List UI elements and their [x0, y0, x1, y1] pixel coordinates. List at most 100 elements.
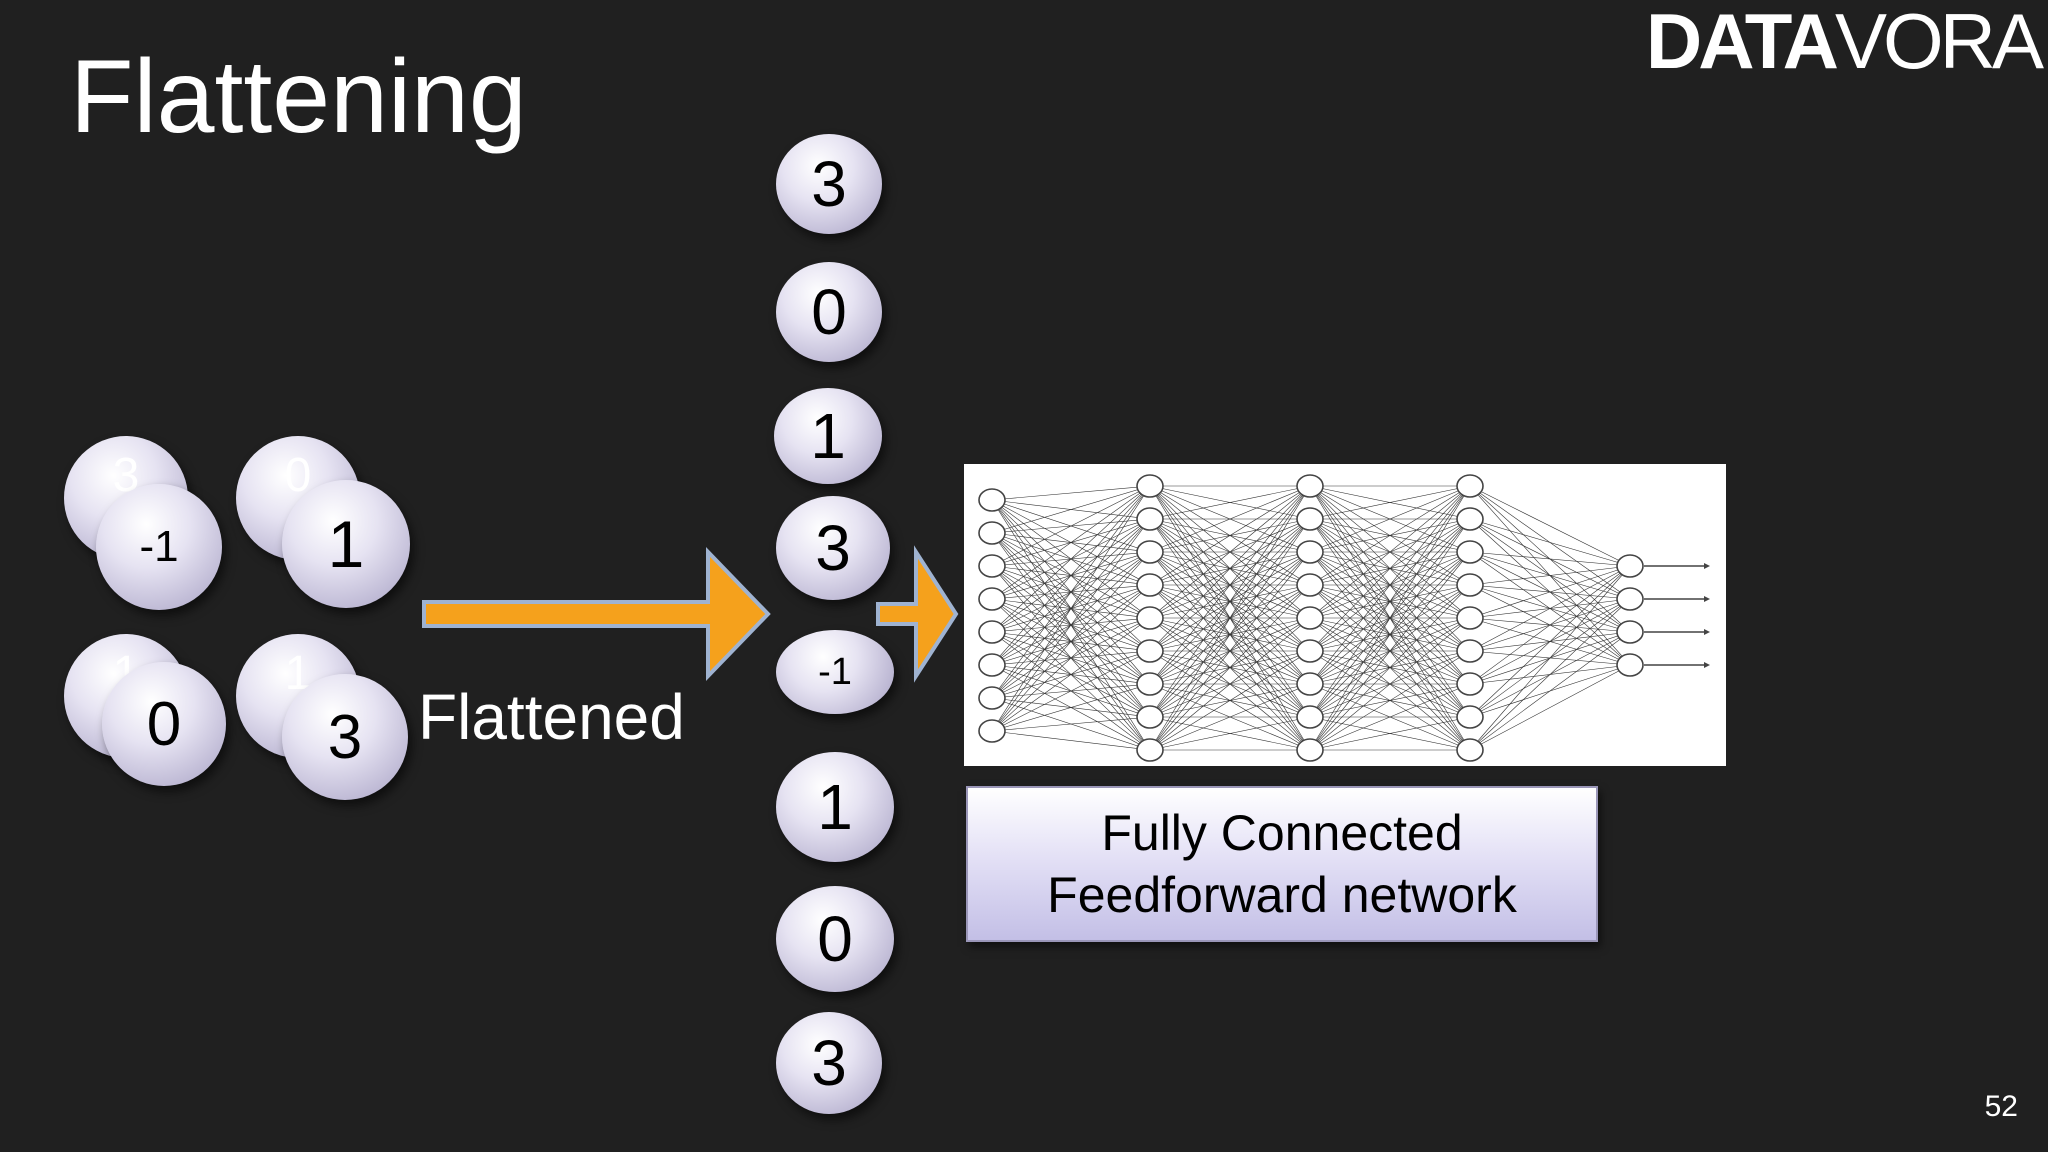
network-edge: [1149, 518, 1311, 751]
network-neuron: [1616, 554, 1644, 578]
network-neuron: [1296, 672, 1324, 696]
pooled-node: 1: [282, 480, 410, 608]
network-neuron: [1296, 507, 1324, 531]
network-edge: [991, 485, 1151, 633]
network-edge: [1149, 485, 1311, 520]
network-edge: [1469, 518, 1631, 567]
network-edge: [1309, 485, 1471, 553]
network-neuron: [978, 521, 1006, 545]
network-neuron: [978, 488, 1006, 512]
network-neuron: [978, 653, 1006, 677]
network-edge: [1469, 565, 1631, 751]
network-edge: [1309, 584, 1471, 751]
network-edge: [1149, 617, 1311, 751]
network-neuron: [1136, 639, 1164, 663]
network-neuron: [1456, 738, 1484, 762]
network-edge: [1469, 631, 1631, 751]
network-neuron: [978, 620, 1006, 644]
network-edge: [1149, 485, 1311, 652]
pooled-node: 3: [282, 674, 408, 800]
network-edge: [1149, 485, 1311, 553]
vector-node: 3: [776, 134, 882, 234]
network-edge: [1469, 551, 1631, 567]
vector-node: 0: [776, 886, 894, 992]
network-edge: [1309, 485, 1471, 751]
network-edge: [1309, 518, 1471, 751]
network-edge: [1309, 485, 1471, 619]
network-edge: [1469, 598, 1631, 751]
network-neuron: [1296, 639, 1324, 663]
network-neuron: [978, 686, 1006, 710]
network-edge: [1149, 485, 1311, 685]
network-edge: [1149, 683, 1311, 751]
vector-node: 0: [776, 262, 882, 362]
network-neuron: [1136, 705, 1164, 729]
feed-arrow: [876, 545, 959, 683]
network-edge: [991, 485, 1151, 600]
network-edge: [991, 650, 1151, 732]
network-neuron: [1296, 573, 1324, 597]
network-edge: [991, 485, 1151, 534]
logo-light-text: VORA: [1834, 0, 2044, 85]
network-edge: [1469, 565, 1631, 718]
network-edge: [991, 551, 1151, 732]
vector-node: -1: [776, 630, 894, 714]
network-neuron: [1456, 573, 1484, 597]
network-neuron: [1136, 606, 1164, 630]
network-edge: [1309, 683, 1471, 751]
flattened-label: Flattened: [418, 681, 685, 753]
vector-node: 1: [776, 752, 894, 862]
network-neuron: [1456, 474, 1484, 498]
network-neuron: [1456, 672, 1484, 696]
network-neuron: [978, 587, 1006, 611]
network-neuron: [1616, 620, 1644, 644]
fc-box-line1: Fully Connected: [1101, 804, 1463, 861]
network-neuron: [1136, 474, 1164, 498]
output-arrow-head: [1704, 596, 1710, 602]
vector-node: 1: [774, 388, 882, 484]
neural-network-image: [964, 464, 1726, 766]
network-edge: [1469, 565, 1631, 586]
network-edge: [991, 716, 1151, 732]
network-neuron: [1296, 705, 1324, 729]
network-edge: [1309, 485, 1471, 520]
network-neuron: [1296, 540, 1324, 564]
slide-title: Flattening: [70, 39, 527, 155]
network-neuron: [1456, 639, 1484, 663]
network-edge: [991, 518, 1151, 732]
network-edge: [1309, 650, 1471, 751]
network-edge: [1149, 551, 1311, 751]
flatten-arrow: [422, 547, 771, 681]
network-edge: [1149, 485, 1311, 751]
network-edge: [991, 485, 1151, 501]
output-arrow-head: [1704, 629, 1710, 635]
vector-node: 3: [776, 496, 890, 600]
network-edge: [1309, 551, 1471, 751]
network-edge: [1469, 565, 1631, 619]
network-edge: [1469, 485, 1631, 567]
output-arrow-head: [1704, 662, 1710, 668]
network-edge: [1309, 617, 1471, 751]
network-edge: [1149, 716, 1311, 751]
network-edge: [1149, 650, 1311, 751]
neural-network-svg: [978, 474, 1710, 762]
network-neuron: [1136, 573, 1164, 597]
network-neuron: [1456, 540, 1484, 564]
network-edge: [1309, 485, 1471, 718]
network-edge: [1149, 485, 1311, 718]
fc-box-line2: Feedforward network: [1047, 867, 1517, 923]
network-edge: [1469, 565, 1631, 652]
network-edge: [1309, 485, 1471, 685]
output-arrow-head: [1704, 563, 1710, 569]
network-neuron: [978, 554, 1006, 578]
network-edge: [1469, 565, 1631, 685]
network-edge: [991, 485, 1151, 666]
network-neuron: [1296, 606, 1324, 630]
network-edge: [991, 485, 1151, 699]
network-edge: [1309, 485, 1471, 652]
network-neuron: [1136, 540, 1164, 564]
network-neuron: [1616, 653, 1644, 677]
vector-node: 3: [776, 1012, 882, 1114]
fully-connected-box: Fully Connected Feedforward network: [966, 786, 1598, 942]
